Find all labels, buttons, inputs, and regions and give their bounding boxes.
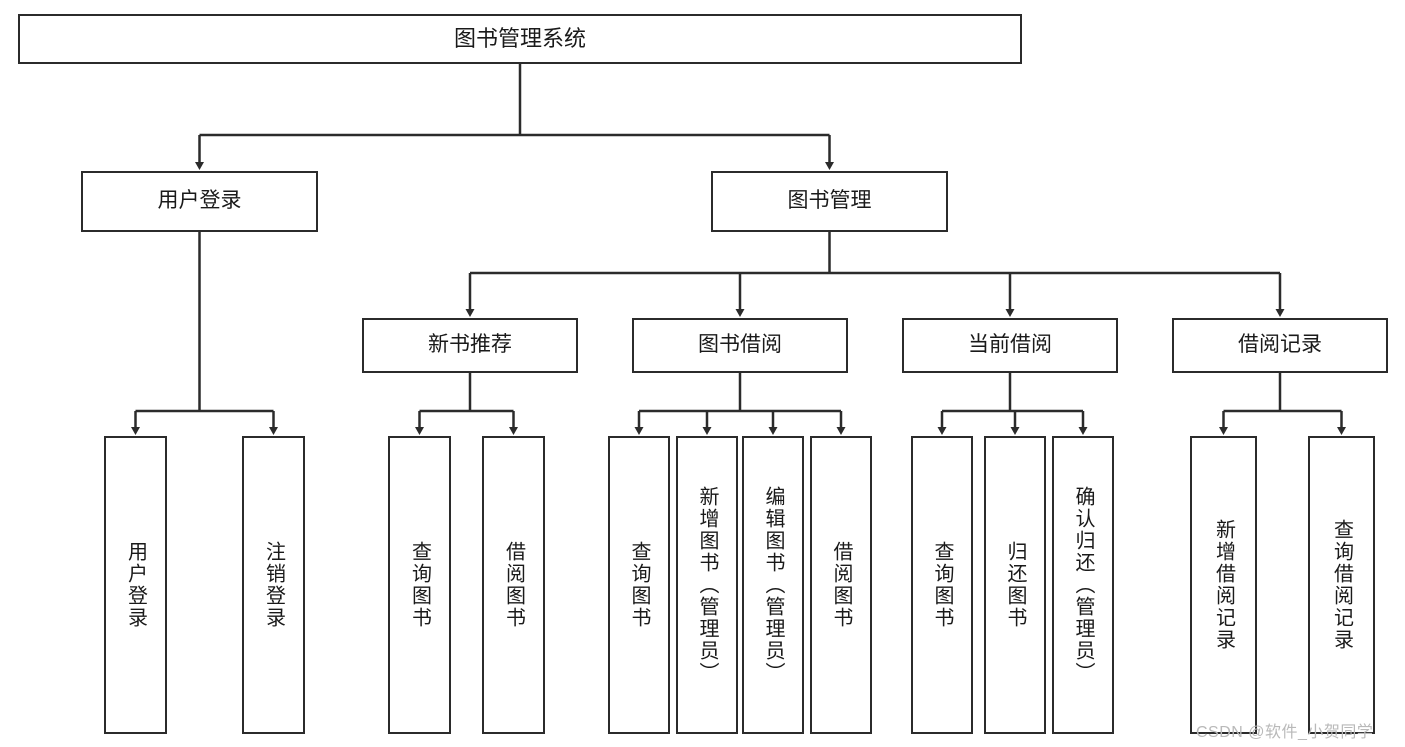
node-leaf-logout[interactable]: 注销登录: [242, 436, 305, 734]
node-label: 用户登录: [157, 189, 242, 213]
node-label: 查询图书: [628, 541, 650, 629]
node-leaf-query-book-2[interactable]: 查询图书: [608, 436, 670, 734]
node-label: 图书管理系统: [453, 26, 586, 52]
node-label: 查询图书: [931, 541, 953, 629]
node-book-borrow[interactable]: 图书借阅: [632, 318, 848, 373]
node-leaf-borrow-book-1[interactable]: 借阅图书: [482, 436, 545, 734]
node-label: 当前借阅: [968, 333, 1052, 357]
node-label: 新书推荐: [428, 333, 512, 357]
node-leaf-add-record[interactable]: 新增借阅记录: [1190, 436, 1257, 734]
node-label: 查询图书: [408, 541, 431, 629]
node-leaf-user-login[interactable]: 用户登录: [104, 436, 167, 734]
csdn-watermark: CSDN @软件_小贺同学: [1196, 724, 1374, 741]
node-label: 借阅图书: [502, 541, 525, 629]
node-label: 借阅图书: [830, 541, 852, 629]
node-borrow-record[interactable]: 借阅记录: [1172, 318, 1388, 373]
node-leaf-return-book[interactable]: 归还图书: [984, 436, 1046, 734]
node-leaf-query-record[interactable]: 查询借阅记录: [1308, 436, 1375, 734]
node-label: 图书借阅: [698, 333, 782, 357]
node-label: 借阅记录: [1238, 333, 1322, 357]
node-new-book-recommend[interactable]: 新书推荐: [362, 318, 578, 373]
node-leaf-borrow-book-2[interactable]: 借阅图书: [810, 436, 872, 734]
node-label: 确认归还（管理员）: [1072, 486, 1094, 684]
node-root[interactable]: 图书管理系统: [18, 14, 1022, 64]
node-leaf-confirm-return[interactable]: 确认归还（管理员）: [1052, 436, 1114, 734]
node-leaf-add-book[interactable]: 新增图书（管理员）: [676, 436, 738, 734]
node-label: 归还图书: [1004, 541, 1026, 629]
node-leaf-query-book-1[interactable]: 查询图书: [388, 436, 451, 734]
node-leaf-edit-book[interactable]: 编辑图书（管理员）: [742, 436, 804, 734]
node-book-manage[interactable]: 图书管理: [711, 171, 948, 232]
node-leaf-query-book-3[interactable]: 查询图书: [911, 436, 973, 734]
node-label: 图书管理: [787, 189, 872, 213]
node-label: 用户登录: [124, 541, 147, 629]
node-label: 编辑图书（管理员）: [762, 486, 784, 684]
node-current-borrow[interactable]: 当前借阅: [902, 318, 1118, 373]
node-label: 注销登录: [262, 541, 285, 629]
node-label: 查询借阅记录: [1330, 519, 1353, 651]
node-user-login[interactable]: 用户登录: [81, 171, 318, 232]
node-label: 新增图书（管理员）: [696, 486, 718, 684]
node-label: 新增借阅记录: [1212, 519, 1235, 651]
